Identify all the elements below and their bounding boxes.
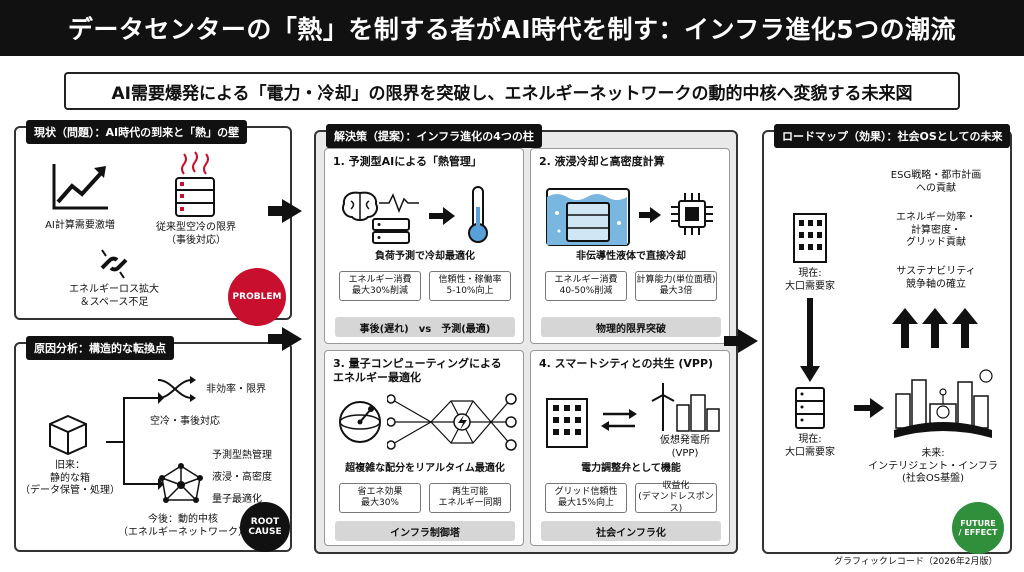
card4-caption: 電力調整弁として機能 [581,463,681,474]
card4-footer: 社会インフラ化 [541,521,721,541]
vpp-label: 仮想発電所 (VPP) [660,435,710,459]
exchange-arrows-icon [601,409,637,431]
immersion-label: 液浸・高密度 [212,472,272,483]
future-effect-badge: FUTURE / EFFECT [952,502,1004,554]
card4-metric-grid: グリッド信頼性 最大15%向上 [545,483,627,513]
root-cause-badge: ROOT CAUSE [240,502,290,552]
broken-link-icon [100,249,128,279]
page-subtitle: AI需要爆発による「電力・冷却」の限界を突破し、エネルギーネットワークの動的中核… [64,72,960,110]
immersion-tank-icon [546,188,630,246]
up-arrow-icon [952,308,978,348]
right-arrow-icon [429,207,455,225]
solution-header: 解決策（提案）：インフラ進化の4つの柱 [326,124,542,148]
card3-metric-saving: 省エネ効果 最大30% [339,483,421,513]
wind-city-icon [651,383,720,432]
roadmap-future-label: 未来: インテリジェント・インフラ (社会OS基盤) [868,448,998,484]
card3-title: 3. 量子コンピューティングによる エネルギー最適化 [333,357,502,385]
card1-caption: 負荷予測で冷却最適化 [375,251,475,262]
pulse-wave-icon [379,193,419,213]
growth-chart-icon [52,164,108,210]
card2-footer: 物理的限界突破 [541,317,721,337]
roadmap-now-bottom-label: 現在: 大口需要家 [785,434,835,458]
roadmap-esg-label: ESG戦略・都市計画 への貢献 [890,170,982,194]
root-cause-header: 原因分析：構造的な転換点 [26,336,174,360]
up-arrow-icon [922,308,948,348]
crossing-arrows-icon [157,376,196,402]
roadmap-sustain-label: サステナビリティ 競争軸の確立 [896,266,976,290]
card4-title: 4. スマートシティとの共生 (VPP) [539,357,714,370]
card4-metric-revenue: 収益化 (デマンドレスポンス) [635,481,717,514]
card3-metric-renewable: 再生可能 エネルギー同期 [429,483,511,513]
branch-connector [106,392,164,490]
card1-metric-energy: エネルギー消費 最大30%削減 [339,271,421,301]
energy-loss-label: エネルギーロス拡大 ＆スペース不足 [69,284,159,308]
card-smart-city: 4. スマートシティとの共生 (VPP) 仮想発電所 (VPP) 電力調整弁とし… [530,350,730,546]
hot-server-icon [175,151,215,217]
roadmap-header: ロードマップ（効果）：社会OSとしての未来 [774,124,1011,148]
up-arrow-icon [892,308,918,348]
card-quantum: 3. 量子コンピューティングによる エネルギー最適化 超複雑な配分をリアルタイム… [324,350,524,546]
office-building-icon [793,213,827,263]
demand-label: AI計算需要激増 [45,220,115,231]
card1-title: 1. 予測型AIによる「熱管理」 [333,155,482,168]
new-dynamic-label: 今後：動的中核 （エネルギーネットワーク） [118,514,248,538]
quantum-label: 量子最適化 [212,494,262,505]
solution-to-roadmap-arrow [724,329,758,353]
card2-caption: 非伝導性液体で直接冷却 [576,251,686,262]
smart-city-icon [894,369,993,438]
energy-network-icon [387,393,517,451]
problem-to-solution-arrow [268,199,302,223]
cause-to-solution-arrow [268,327,302,351]
roadmap-efficiency-label: エネルギー効率・ 計算密度・ グリッド貢献 [896,212,976,248]
static-box-icon [49,414,87,456]
card3-caption: 超複雑な配分をリアルタイム最適化 [345,463,505,474]
down-arrow-icon [800,298,820,382]
thermometer-icon [468,186,488,243]
predict-label: 予測型熱管理 [212,450,272,461]
card1-metric-reliability: 信頼性・稼働率 5-10%向上 [429,271,511,301]
ineff-label: 非効率・限界 [206,384,266,395]
quantum-sphere-icon [339,401,381,443]
office-building-icon [546,398,588,448]
card-immersion-cooling: 2. 液浸冷却と高密度計算 非伝導性液体で直接冷却 エネルギー消費 40-50%… [530,148,730,344]
card2-metric-energy: エネルギー消費 40-50%削減 [545,271,627,301]
problem-badge: PROBLEM [228,268,286,326]
credit-text: グラフィックレコード（2026年2月版） [834,557,998,567]
current-problem-panel: 現状（問題）：AI時代の到来と「熱」の壁 AI計算需要激増 従来型空冷の限界 （… [14,120,292,326]
page-title: データセンターの「熱」を制する者がAI時代を制す：インフラ進化5つの潮流 [0,0,1024,56]
network-node-icon [159,463,203,503]
roadmap-panel: ロードマップ（効果）：社会OSとしての未来 現在: 大口需要家 現在: 大口需要… [762,124,1012,554]
card2-title: 2. 液浸冷却と高密度計算 [539,155,665,168]
cooling-limit-label: 従来型空冷の限界 （事後対応） [156,222,236,246]
roadmap-now-top-label: 現在: 大口需要家 [785,268,835,292]
server-stack-icon [372,218,410,244]
root-cause-panel: 原因分析：構造的な転換点 旧来： 静的な箱 （データ保管・処理） 非効率・限界 … [14,336,292,552]
card2-metric-compute: 計算能力(単位面積) 最大3倍 [635,271,717,301]
server-tower-icon [795,387,825,429]
card1-footer: 事後(遅れ) vs 予測(最適) [335,317,515,337]
brain-icon [342,191,378,221]
current-problem-header: 現状（問題）：AI時代の到来と「熱」の壁 [26,120,248,144]
aircool-label: 空冷・事後対応 [150,416,220,427]
chip-icon [671,193,713,235]
card3-footer: インフラ制御塔 [335,521,515,541]
old-static-label: 旧来： 静的な箱 （データ保管・処理） [20,460,120,496]
solution-panel: 解決策（提案）：インフラ進化の4つの柱 1. 予測型AIによる「熱管理」 負荷予… [314,124,738,554]
right-arrow-icon [639,207,661,223]
right-arrow-icon [854,398,884,418]
card-predictive-ai: 1. 予測型AIによる「熱管理」 負荷予測で冷却最適化 エネルギー消費 最大30… [324,148,524,344]
